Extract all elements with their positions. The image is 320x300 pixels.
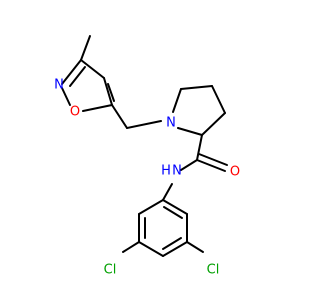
bond-ar-inner-1: [163, 206, 183, 219]
molecule-structure: N O N O N H Cl Cl: [54, 35, 240, 278]
bond-carbonyl-nh: [180, 159, 198, 171]
atom-amide-n: N: [172, 164, 182, 179]
atom-pyrrolidine-n: N: [166, 116, 176, 131]
bond-ar-3: [162, 241, 188, 257]
atom-chlorine-right: Cl: [207, 263, 220, 278]
bond-ar-6: [138, 199, 164, 215]
bond-ar-inner-2: [162, 237, 182, 250]
bond-npyr-c5: [172, 88, 182, 113]
bond-methyl: [80, 35, 91, 61]
bond-c5-c4: [180, 85, 213, 90]
bond-ar-4: [138, 241, 164, 257]
bond-co-double-a: [196, 159, 226, 172]
atom-isoxazole-o: O: [70, 105, 80, 120]
bond-ar-1: [162, 199, 188, 215]
bond-c3-c4: [80, 59, 105, 79]
atom-chlorine-left: Cl: [104, 263, 117, 278]
bond-c5-o: [82, 104, 113, 112]
bond-ar-cl-right: [186, 241, 204, 253]
bond-c4-c5: [103, 77, 113, 106]
atom-isoxazole-n: N: [54, 78, 64, 93]
bond-ar-cl-left: [122, 241, 140, 253]
bond-c4-c3: [211, 85, 226, 114]
bond-c4-c5-double: [107, 83, 115, 102]
bond-n-c3-double: [69, 66, 86, 87]
bond-c3-c2: [201, 112, 226, 136]
bond-co-double-b: [198, 153, 228, 166]
bond-nh-aryl: [162, 183, 173, 201]
bond-c5-ch2: [111, 104, 128, 129]
bond-ch2-npyr: [126, 120, 162, 129]
bond-c2-npyr: [177, 127, 203, 136]
bond-c2-carbonyl: [196, 134, 203, 161]
atom-carbonyl-o: O: [230, 165, 240, 180]
bond-o-n: [61, 87, 71, 106]
bond-n-c3: [61, 59, 82, 85]
atom-amide-h: H: [161, 164, 171, 179]
